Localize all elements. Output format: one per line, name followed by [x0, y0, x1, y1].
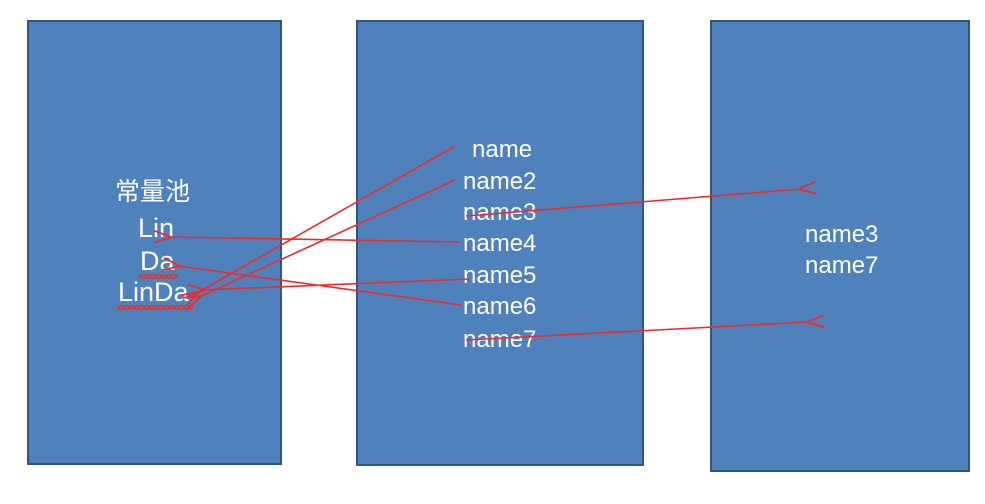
- heap-entry-name: name: [472, 136, 533, 163]
- heap-entry-name3: name3: [463, 199, 537, 226]
- constant-pool-entry-lin: Lin: [138, 213, 175, 243]
- result-box: [710, 20, 970, 472]
- result-entry-name3: name3: [805, 221, 879, 248]
- constant-pool-entry-linda: LinDa: [118, 277, 189, 307]
- spellcheck-underline-da: [139, 274, 178, 279]
- heap-entry-name2: name2: [463, 168, 537, 195]
- heap-entry-name6: name6: [463, 293, 537, 320]
- heap-entry-name7: name7: [463, 326, 537, 353]
- heap-entry-name5: name5: [463, 262, 537, 289]
- result-entry-name7: name7: [805, 252, 879, 279]
- spellcheck-underline-linda: [117, 305, 193, 310]
- constant-pool-entry-da: Da: [140, 246, 175, 276]
- heap-entry-name4: name4: [463, 230, 537, 257]
- constant-pool-title: 常量池: [115, 178, 191, 206]
